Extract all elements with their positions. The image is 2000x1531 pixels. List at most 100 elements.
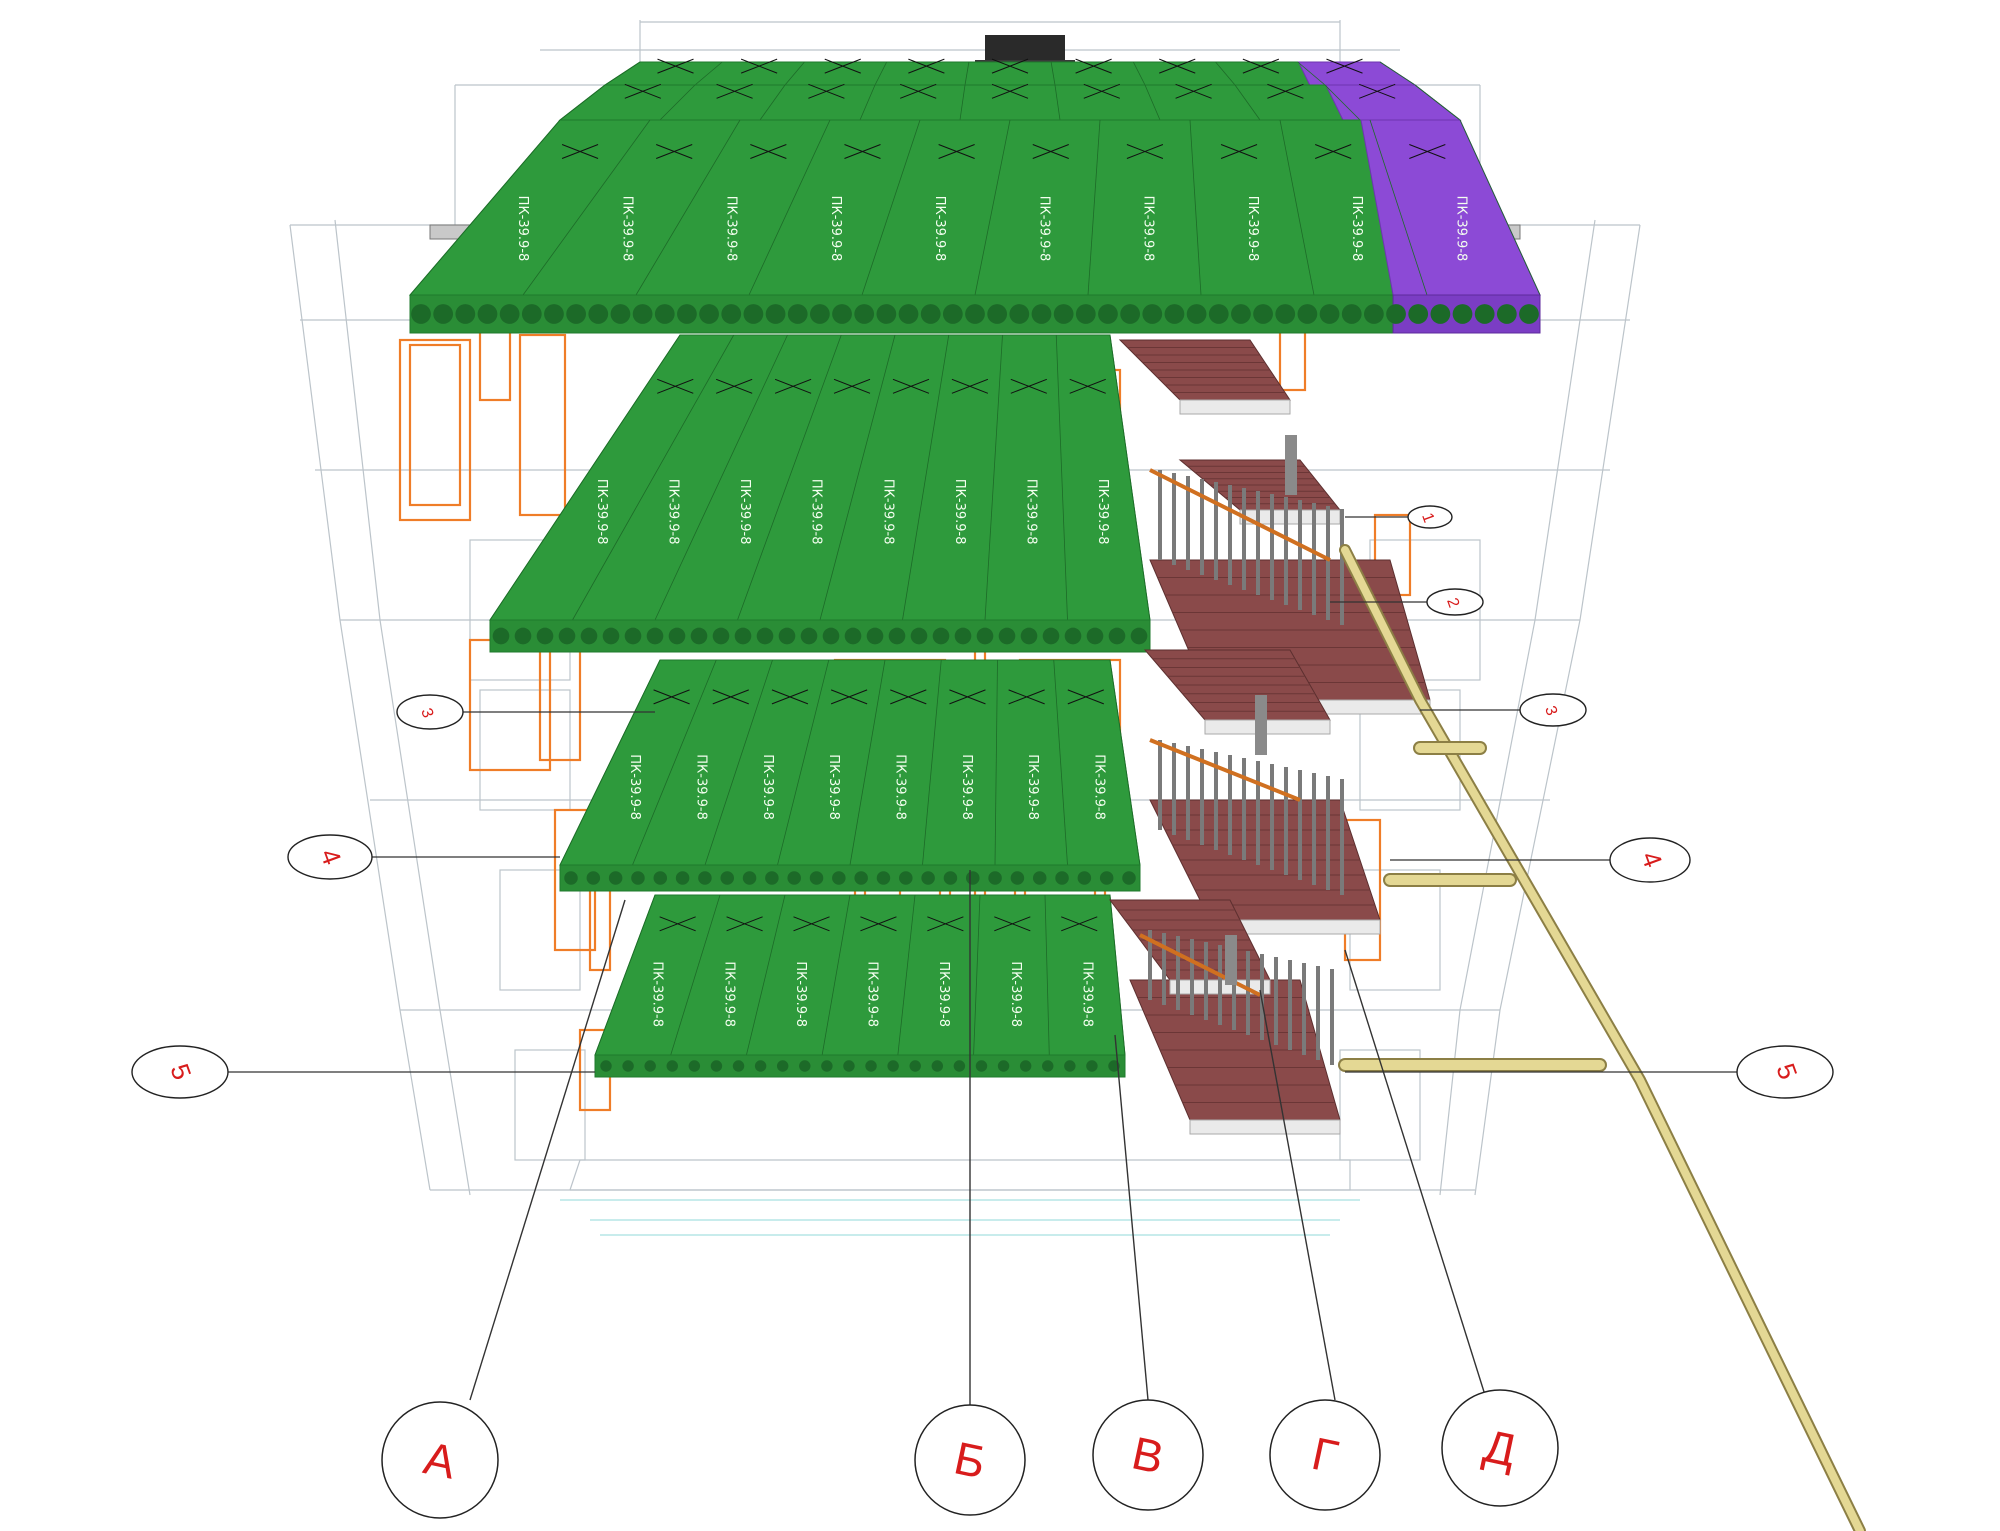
slab-core-hole	[721, 304, 742, 324]
slab-core-hole	[866, 627, 884, 645]
slab-core-hole	[1099, 871, 1114, 885]
slab-mark-label: ПК-39.9-8	[1008, 961, 1023, 1027]
slab-x-mark	[892, 378, 930, 394]
slab-core-hole	[1009, 304, 1030, 324]
slab-special	[1360, 119, 1541, 296]
slab-x-mark	[860, 916, 897, 932]
slab-joint	[489, 334, 681, 621]
slab-joint	[964, 61, 970, 86]
slab-core-hole	[644, 1060, 656, 1072]
axis-bubble	[287, 834, 373, 880]
slab-x-mark	[1069, 378, 1106, 394]
slab-joint	[654, 334, 788, 621]
slab-core-hole	[433, 304, 454, 324]
slab-core-hole	[1120, 304, 1140, 324]
slab-core-hole	[632, 304, 653, 324]
window-opening	[398, 338, 472, 522]
slab-x-mark	[1315, 144, 1352, 159]
slab-x-mark	[900, 83, 937, 99]
slab-x-mark	[657, 58, 694, 74]
slab-x-mark	[1010, 378, 1047, 394]
slab-core-hole	[1077, 871, 1092, 885]
slab-joint	[694, 61, 723, 86]
slab-x-mark	[808, 83, 845, 99]
slab-core-hole	[1164, 304, 1185, 324]
slab-mark-label: ПК-39.9-8	[666, 479, 681, 545]
slab-core-hole	[954, 627, 972, 645]
slab-core-hole	[1042, 1060, 1054, 1072]
slab-joint	[1087, 119, 1101, 296]
slab-core-hole	[988, 871, 1002, 885]
slab-core-hole	[1064, 627, 1082, 645]
floor-slab	[558, 83, 1462, 121]
slab-joint	[859, 84, 876, 121]
slab-x-mark	[991, 58, 1029, 74]
slab-mark-label: ПК-39.9-8	[619, 196, 634, 262]
axis-bubble	[1426, 588, 1484, 616]
slab-core-hole	[732, 1060, 745, 1072]
axis-bubble	[1092, 1399, 1204, 1511]
slab-core-hole	[854, 871, 868, 885]
axis-bubble	[381, 1401, 499, 1519]
slab-joint	[670, 894, 721, 1056]
slab-x-mark	[624, 83, 661, 99]
floor-slab	[603, 58, 1417, 86]
slab-mark-label: ПК-39.9-8	[936, 961, 951, 1027]
slab-mark-label: ПК-39.9-8	[932, 196, 947, 262]
slab-x-mark	[1159, 58, 1196, 74]
slab-core-hole	[997, 1060, 1010, 1072]
slab-core-hole	[1108, 627, 1126, 645]
slab-x-mark	[1409, 144, 1446, 159]
slab-core-hole	[1020, 627, 1038, 645]
slab-core-hole	[710, 1060, 723, 1072]
slab-x-mark	[1175, 83, 1212, 99]
slab-core-hole	[499, 304, 520, 324]
slab-x-mark	[824, 58, 861, 74]
slab-core-hole	[1010, 871, 1025, 885]
slab-core-hole	[653, 871, 668, 885]
handrail	[1149, 468, 1331, 562]
slab-core-hole	[976, 627, 994, 645]
slab-core-hole	[865, 1060, 877, 1072]
slab-joint	[1053, 659, 1068, 866]
slab-mark-label: ПК-39.9-8	[826, 754, 841, 820]
slab-x-mark	[1067, 689, 1104, 705]
slab-core-hole	[699, 304, 719, 324]
slab-core-hole	[610, 304, 631, 324]
slab-x-mark	[716, 378, 753, 394]
slab-mark-label: ПК-39.9-8	[1091, 754, 1106, 820]
slab-x-mark	[1061, 916, 1098, 932]
slab-core-hole	[602, 627, 620, 645]
slab-joint	[604, 61, 641, 86]
slab-x-mark	[1126, 144, 1164, 159]
slab-joint	[902, 334, 950, 621]
slab-core-hole	[675, 871, 690, 885]
slab-x-mark	[750, 144, 787, 159]
slab-core-hole	[1253, 304, 1273, 324]
window-opening	[468, 638, 552, 772]
stair-stringer	[1179, 399, 1291, 415]
window-opening	[1278, 328, 1307, 392]
slab-core-hole	[899, 871, 913, 885]
slab-core-hole	[787, 871, 801, 885]
slab-mark-label: ПК-39.9-8	[1453, 196, 1468, 262]
slab-x-mark	[938, 144, 975, 159]
slab-x-mark	[1008, 689, 1045, 705]
slab-core-hole	[910, 627, 928, 645]
slab-x-mark	[949, 689, 986, 705]
slab-x-mark	[951, 378, 989, 394]
slab-edge	[489, 619, 1151, 653]
slab-core-hole	[477, 304, 498, 324]
slab-x-mark	[830, 689, 868, 705]
slab-core-hole	[854, 304, 875, 324]
slab-core-hole	[564, 871, 578, 885]
slab-core-hole	[809, 871, 824, 885]
slab-mark-label: ПК-39.9-8	[724, 196, 739, 262]
slab-core-hole	[1386, 304, 1406, 324]
slab-core-hole	[776, 1060, 789, 1072]
slab-edge	[559, 864, 1141, 892]
slab-x-mark	[927, 916, 964, 932]
slab-mark-label: ПК-39.9-8	[737, 479, 752, 545]
slab-core-hole	[1064, 1060, 1076, 1072]
